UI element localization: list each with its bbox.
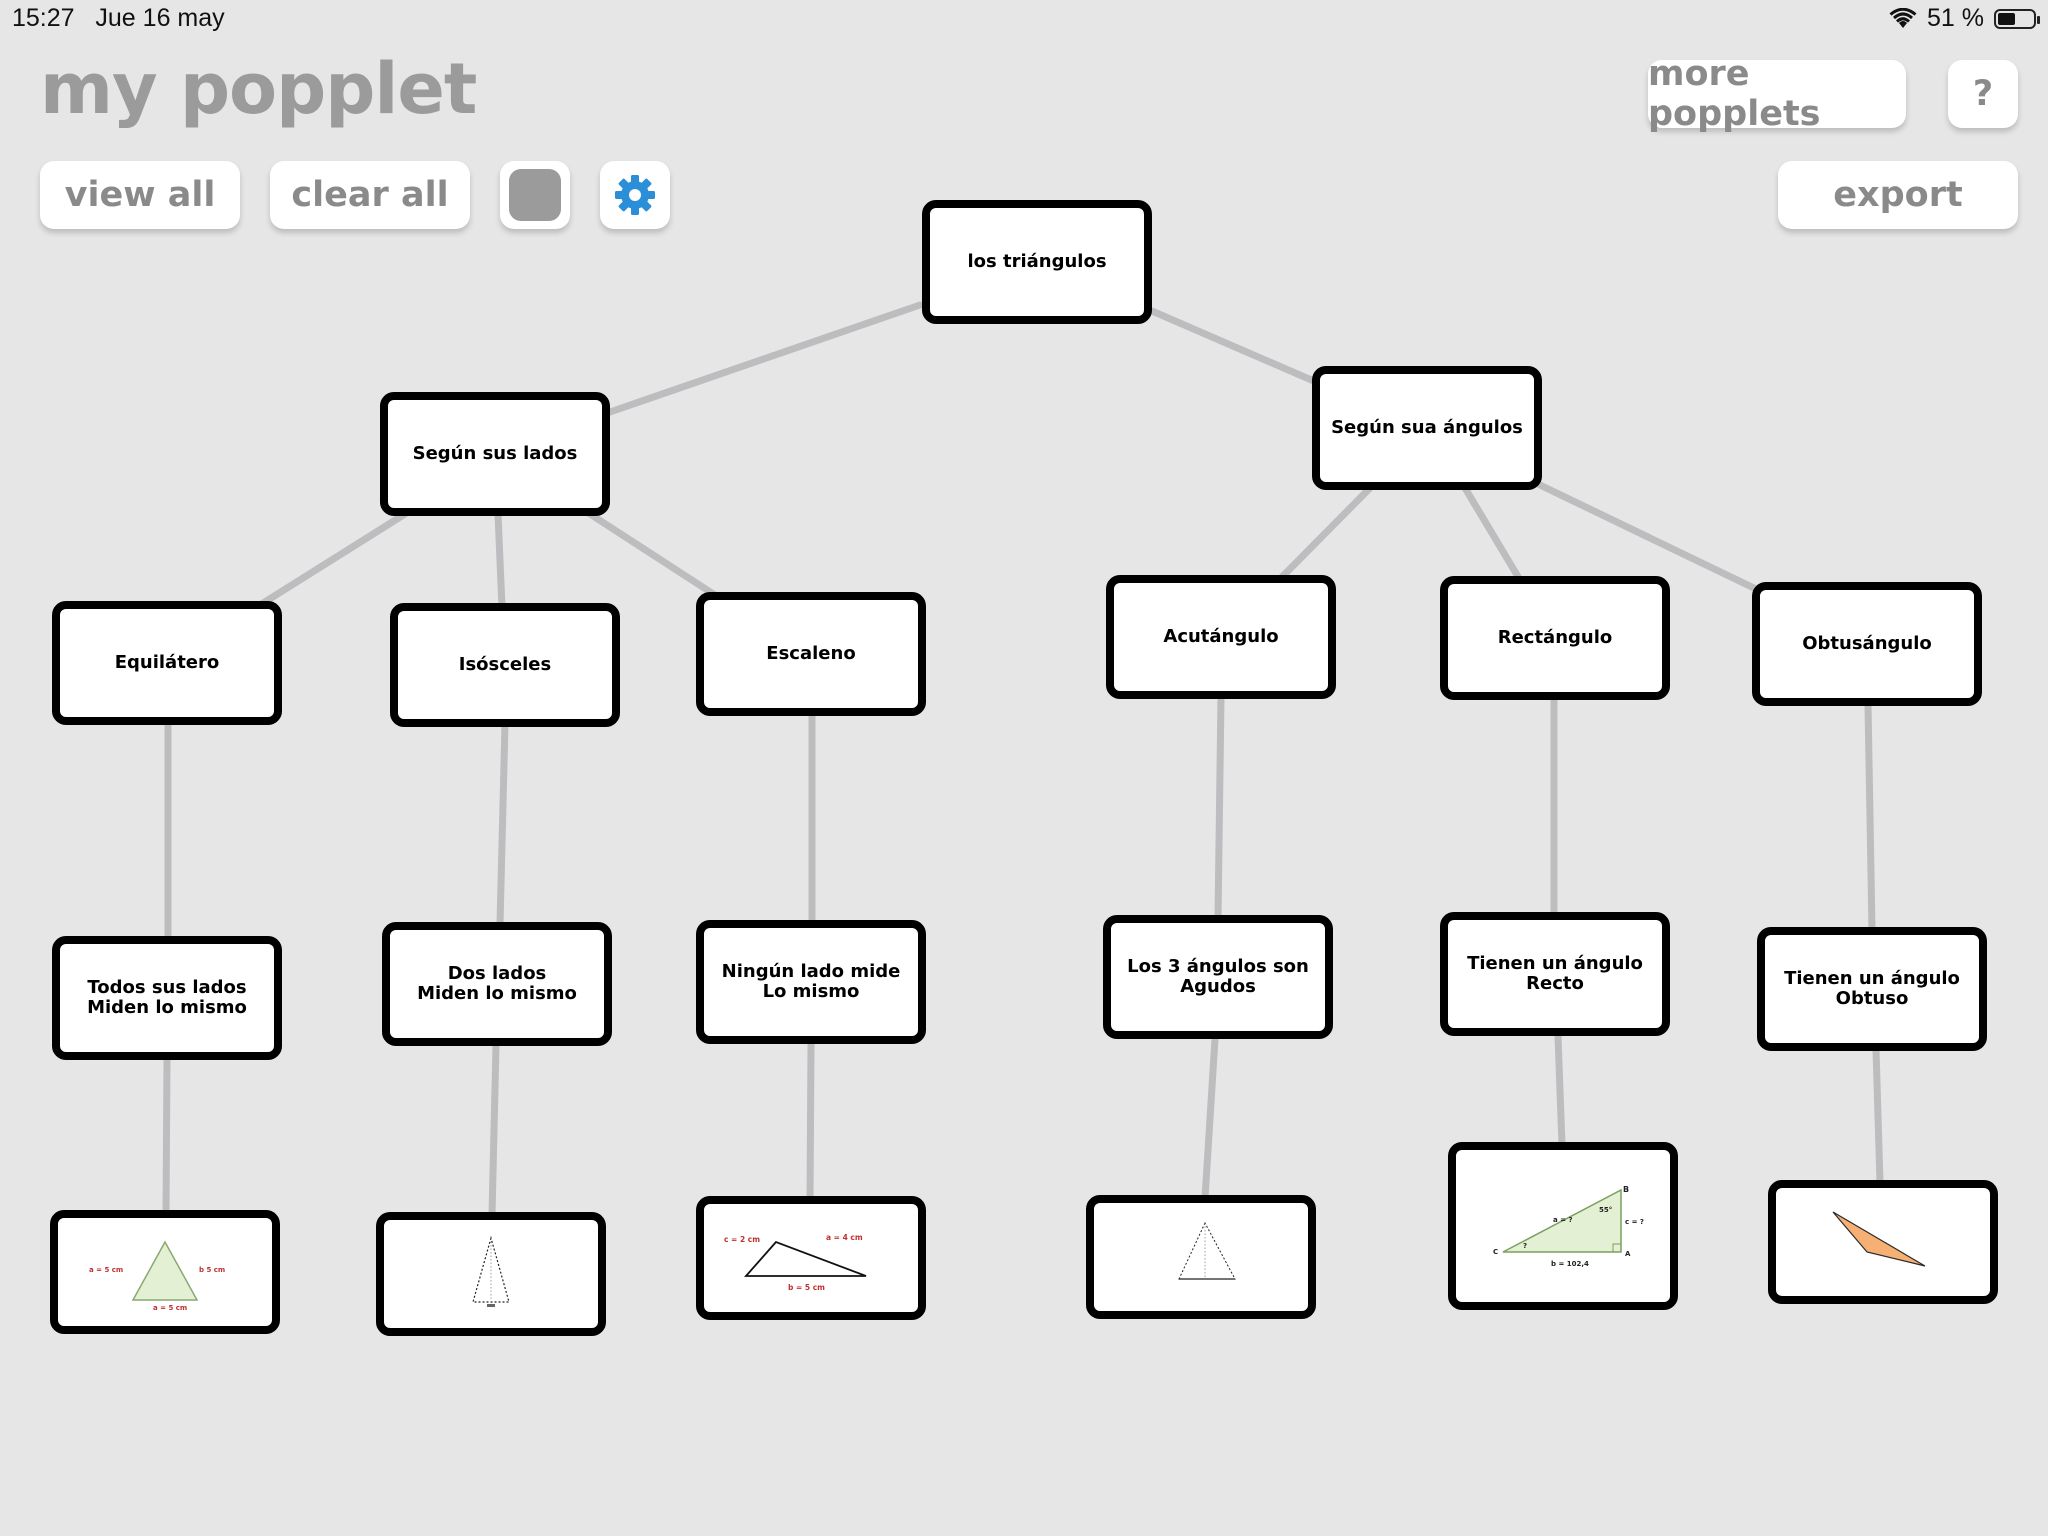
connector-lados-isosceles <box>494 510 506 611</box>
node-label: Rectángulo <box>1497 627 1613 648</box>
connector-lados-equilatero <box>256 510 409 609</box>
more-popplets-button[interactable]: more popplets <box>1648 54 1906 134</box>
gear-icon <box>615 175 655 215</box>
connector-angulos-obtusangulo <box>1536 481 1762 594</box>
image-label: b = 102,4 <box>1551 1260 1589 1268</box>
connector-angulos-acutangulo <box>1276 484 1374 583</box>
node-escaleno-image[interactable]: c = 2 cm a = 4 cm b = 5 cm <box>696 1196 926 1320</box>
node-label: Escaleno <box>766 643 856 664</box>
connector-root-angulos <box>1148 307 1320 386</box>
node-equilatero-desc[interactable]: Todos sus lados Miden lo mismo <box>52 936 282 1060</box>
connector-equilatero-image <box>162 1056 171 1217</box>
node-segun-lados[interactable]: Según sus lados <box>380 392 610 516</box>
node-equilatero-image[interactable]: a = 5 cm b 5 cm a = 5 cm <box>50 1210 280 1334</box>
status-right: 51 % <box>1889 4 2040 33</box>
node-rectangulo-desc[interactable]: Tienen un ángulo Recto <box>1440 912 1670 1036</box>
right-triangle-image: B 55° a = ? c = ? C ? A b = 102,4 <box>1493 1185 1644 1268</box>
app-title: my popplet <box>40 48 477 130</box>
node-rectangulo-image[interactable]: B 55° a = ? c = ? C ? A b = 102,4 <box>1448 1142 1678 1310</box>
node-obtusangulo[interactable]: Obtusángulo <box>1752 582 1982 706</box>
node-label: Tienen un ángulo Obtuso <box>1784 968 1960 1009</box>
image-label: B <box>1623 1185 1629 1194</box>
node-isosceles[interactable]: Isósceles <box>390 603 620 727</box>
acute-triangle-image <box>1178 1221 1236 1280</box>
node-isosceles-desc[interactable]: Dos lados Miden lo mismo <box>382 922 612 1046</box>
node-label: Equilátero <box>114 652 220 673</box>
export-button[interactable]: export <box>1778 161 2018 229</box>
node-equilatero[interactable]: Equilátero <box>52 601 282 725</box>
node-label: Los 3 ángulos son Agudos <box>1127 956 1309 997</box>
node-obtusangulo-image[interactable] <box>1768 1180 1998 1304</box>
node-label: Según sua ángulos <box>1331 417 1523 438</box>
connector-root-lados <box>606 301 924 416</box>
node-label: Isósceles <box>458 654 552 675</box>
node-acutangulo-image[interactable] <box>1086 1195 1316 1319</box>
node-label: Dos lados Miden lo mismo <box>417 963 577 1004</box>
image-label: b = 5 cm <box>788 1283 825 1292</box>
scalene-triangle-image: c = 2 cm a = 4 cm b = 5 cm <box>724 1233 867 1292</box>
image-label: a = ? <box>1553 1216 1573 1224</box>
node-obtusangulo-desc[interactable]: Tienen un ángulo Obtuso <box>1757 927 1987 1051</box>
color-picker-button[interactable] <box>500 161 570 229</box>
wifi-icon <box>1889 7 1917 28</box>
connector-angulos-rectangulo <box>1461 484 1524 584</box>
image-label: a = 5 cm <box>153 1304 187 1312</box>
node-escaleno[interactable]: Escaleno <box>696 592 926 716</box>
image-label: c = ? <box>1625 1218 1644 1226</box>
isosceles-triangle-image <box>472 1235 510 1307</box>
connector-obtusangulo-image <box>1872 1045 1884 1187</box>
image-label: ? <box>1523 1242 1527 1250</box>
node-label: los triángulos <box>967 251 1107 272</box>
node-label: Según sus lados <box>412 443 578 464</box>
node-label: Todos sus lados Miden lo mismo <box>87 977 247 1018</box>
status-date: Jue 16 may <box>95 4 225 32</box>
battery-icon <box>1994 8 2040 29</box>
help-button[interactable]: ? <box>1948 60 2018 128</box>
connector-lados-escaleno <box>586 510 722 601</box>
node-label: Obtusángulo <box>1802 633 1932 654</box>
node-label: Ningún lado mide Lo mismo <box>721 961 901 1002</box>
clear-all-button[interactable]: clear all <box>270 161 470 229</box>
status-time: 15:27 Jue 16 may <box>12 4 225 33</box>
node-root[interactable]: los triángulos <box>922 200 1152 324</box>
connector-acutangulo-image <box>1201 1035 1219 1202</box>
image-label: C <box>1493 1248 1498 1256</box>
settings-button[interactable] <box>600 161 670 229</box>
connector-rectangulo-image <box>1554 1032 1566 1149</box>
connector-acutangulo-desc <box>1214 693 1225 922</box>
image-label: A <box>1625 1250 1631 1258</box>
connector-obtusangulo-desc <box>1864 701 1876 934</box>
node-rectangulo[interactable]: Rectángulo <box>1440 576 1670 700</box>
status-bar: 15:27 Jue 16 may 51 % <box>0 0 2048 40</box>
obtuse-triangle-image <box>1832 1211 1926 1267</box>
node-label: Tienen un ángulo Recto <box>1467 953 1643 994</box>
node-acutangulo-desc[interactable]: Los 3 ángulos son Agudos <box>1103 915 1333 1039</box>
connector-isosceles-desc <box>496 720 509 928</box>
image-label: b 5 cm <box>199 1266 225 1274</box>
equilateral-triangle-image: a = 5 cm b 5 cm a = 5 cm <box>89 1240 225 1312</box>
image-label: a = 4 cm <box>826 1233 863 1242</box>
image-label: 55° <box>1599 1206 1612 1214</box>
color-swatch <box>509 169 561 221</box>
image-label: c = 2 cm <box>724 1235 760 1244</box>
view-all-button[interactable]: view all <box>40 161 240 229</box>
status-time-value: 15:27 <box>12 4 75 32</box>
node-acutangulo[interactable]: Acutángulo <box>1106 575 1336 699</box>
node-escaleno-desc[interactable]: Ningún lado mide Lo mismo <box>696 920 926 1044</box>
battery-percent: 51 % <box>1927 4 1984 32</box>
node-segun-angulos[interactable]: Según sua ángulos <box>1312 366 1542 490</box>
connector-escaleno-image <box>806 1040 815 1204</box>
node-label: Acutángulo <box>1163 626 1279 647</box>
battery-level <box>1998 12 2015 25</box>
connector-isosceles-image <box>488 1042 500 1219</box>
node-isosceles-image[interactable] <box>376 1212 606 1336</box>
image-label: a = 5 cm <box>89 1266 123 1274</box>
